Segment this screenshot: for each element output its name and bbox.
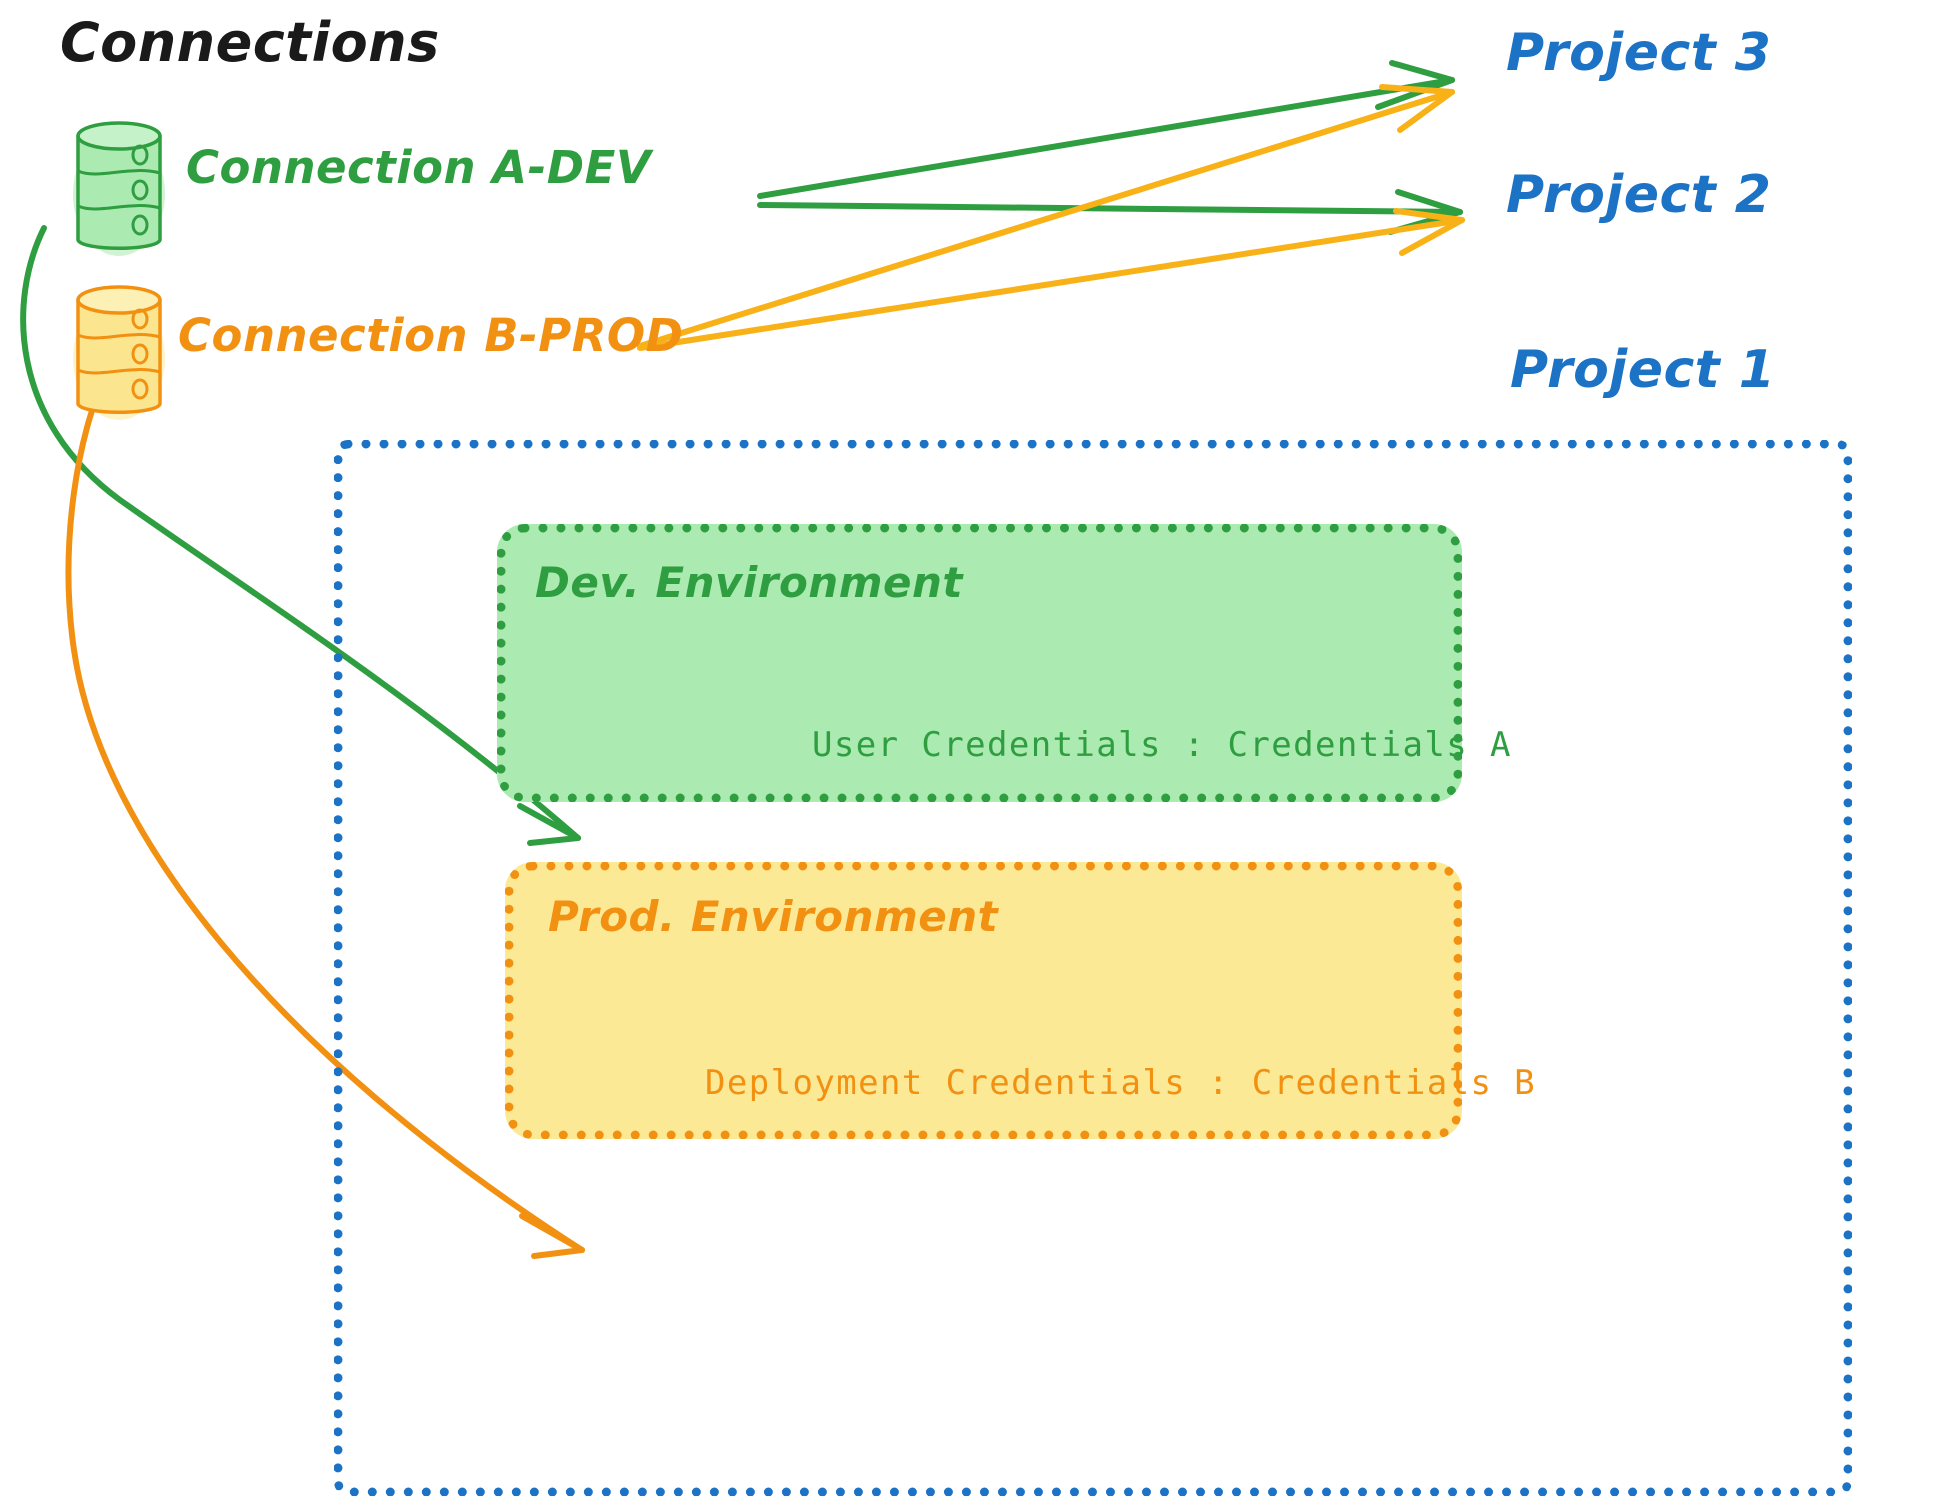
project-3-label[interactable]: Project 3 [1506,23,1772,83]
database-cylinder-icon-connection-b[interactable] [68,282,170,428]
project-1-container [334,440,1852,1496]
database-cylinder-icon-connection-a[interactable] [68,118,170,264]
arrow-conn-b-to-project-2 [637,208,1465,351]
connection-a-label[interactable]: Connection A-DEV [186,141,652,194]
page-title: Connections [60,11,440,74]
dev-environment-box[interactable] [497,524,1462,802]
connection-b-label[interactable]: Connection B-PROD [178,309,684,362]
arrow-conn-a-to-project-3 [757,60,1455,199]
dev-environment-title: Dev. Environment [535,558,963,607]
prod-environment-title: Prod. Environment [548,892,999,941]
project-2-label[interactable]: Project 2 [1506,165,1772,225]
arrow-conn-a-to-project-2 [757,189,1463,235]
dev-environment-credentials: User Credentials : Credentials A [812,725,1512,765]
prod-environment-credentials: Deployment Credentials : Credentials B [705,1063,1537,1103]
prod-environment-box[interactable] [505,862,1462,1139]
project-1-label[interactable]: Project 1 [1510,340,1776,400]
arrow-conn-b-to-project-3 [637,84,1455,349]
